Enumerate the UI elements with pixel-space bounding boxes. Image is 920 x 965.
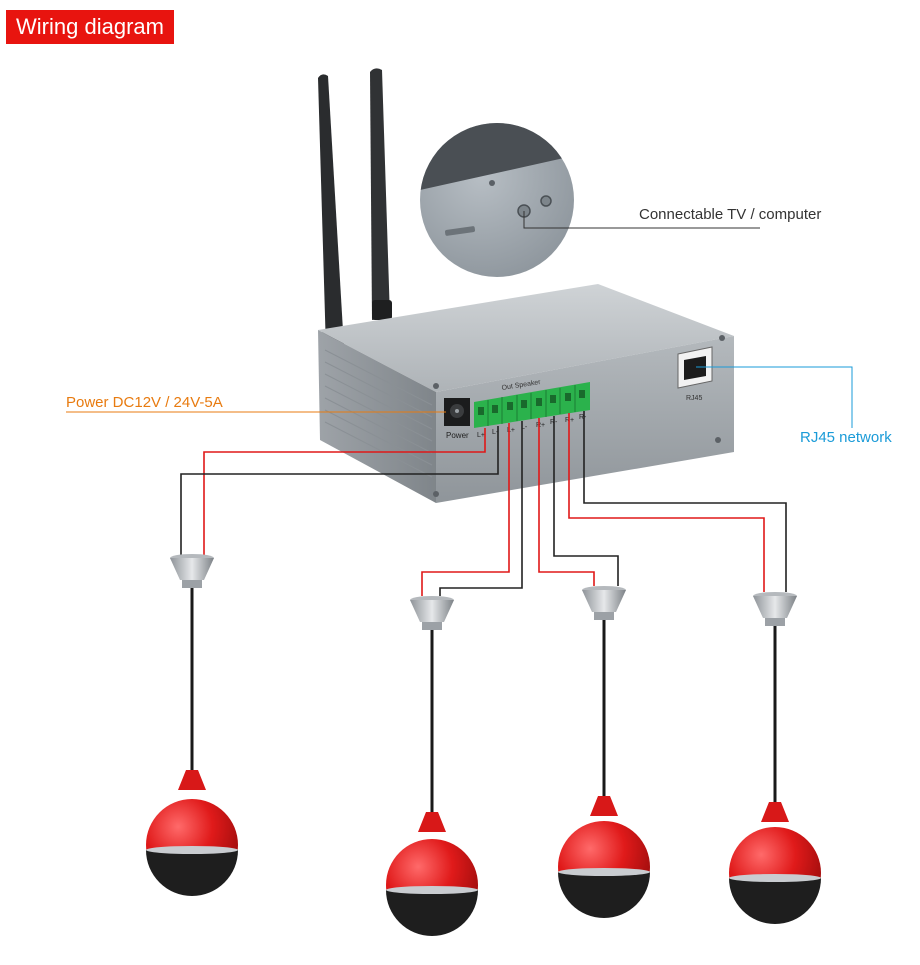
screw xyxy=(433,491,439,497)
pendant-speaker-icon xyxy=(729,592,821,924)
wire-red xyxy=(568,413,765,592)
rj45-port-label: RJ45 xyxy=(686,395,702,402)
wire-red xyxy=(421,423,510,596)
rj45-network-label: RJ45 network xyxy=(800,429,892,446)
pendant-speaker-icon xyxy=(386,596,478,936)
screw xyxy=(719,335,725,341)
rj45-leader-line xyxy=(696,366,853,428)
audio-amplifier-box xyxy=(318,284,734,503)
tv-computer-label: Connectable TV / computer xyxy=(639,206,822,223)
wire-red xyxy=(538,418,595,586)
wire-black xyxy=(553,416,619,586)
screw xyxy=(433,383,439,389)
speaker-wires xyxy=(180,411,787,596)
terminal-label: L+ xyxy=(507,427,515,434)
power-port-label: Power xyxy=(446,431,469,440)
terminal-label: L+ xyxy=(477,432,485,439)
terminal-label: R+ xyxy=(536,422,545,429)
out-speaker-terminals: Out Speaker L+ L- L+ L- R+ R- xyxy=(474,379,590,439)
terminal-label: L- xyxy=(492,429,499,436)
wire-black xyxy=(583,411,787,592)
wire-red xyxy=(203,428,486,556)
rj45-port: RJ45 xyxy=(677,346,713,402)
diagram-title: Wiring diagram xyxy=(6,10,174,44)
screw xyxy=(715,437,721,443)
wire-black xyxy=(180,426,499,556)
pendant-speaker-icon xyxy=(146,554,238,896)
pendant-speaker-icon xyxy=(558,586,650,918)
wire-black xyxy=(439,421,523,596)
antenna-icon xyxy=(318,68,392,352)
power-port: Power xyxy=(444,398,470,440)
power-label: Power DC12V / 24V-5A xyxy=(66,394,223,411)
terminal-label: L- xyxy=(521,424,528,431)
port-zoom-inset xyxy=(420,123,574,277)
tv-leader-line xyxy=(523,211,760,229)
terminal-label: R- xyxy=(579,414,587,421)
